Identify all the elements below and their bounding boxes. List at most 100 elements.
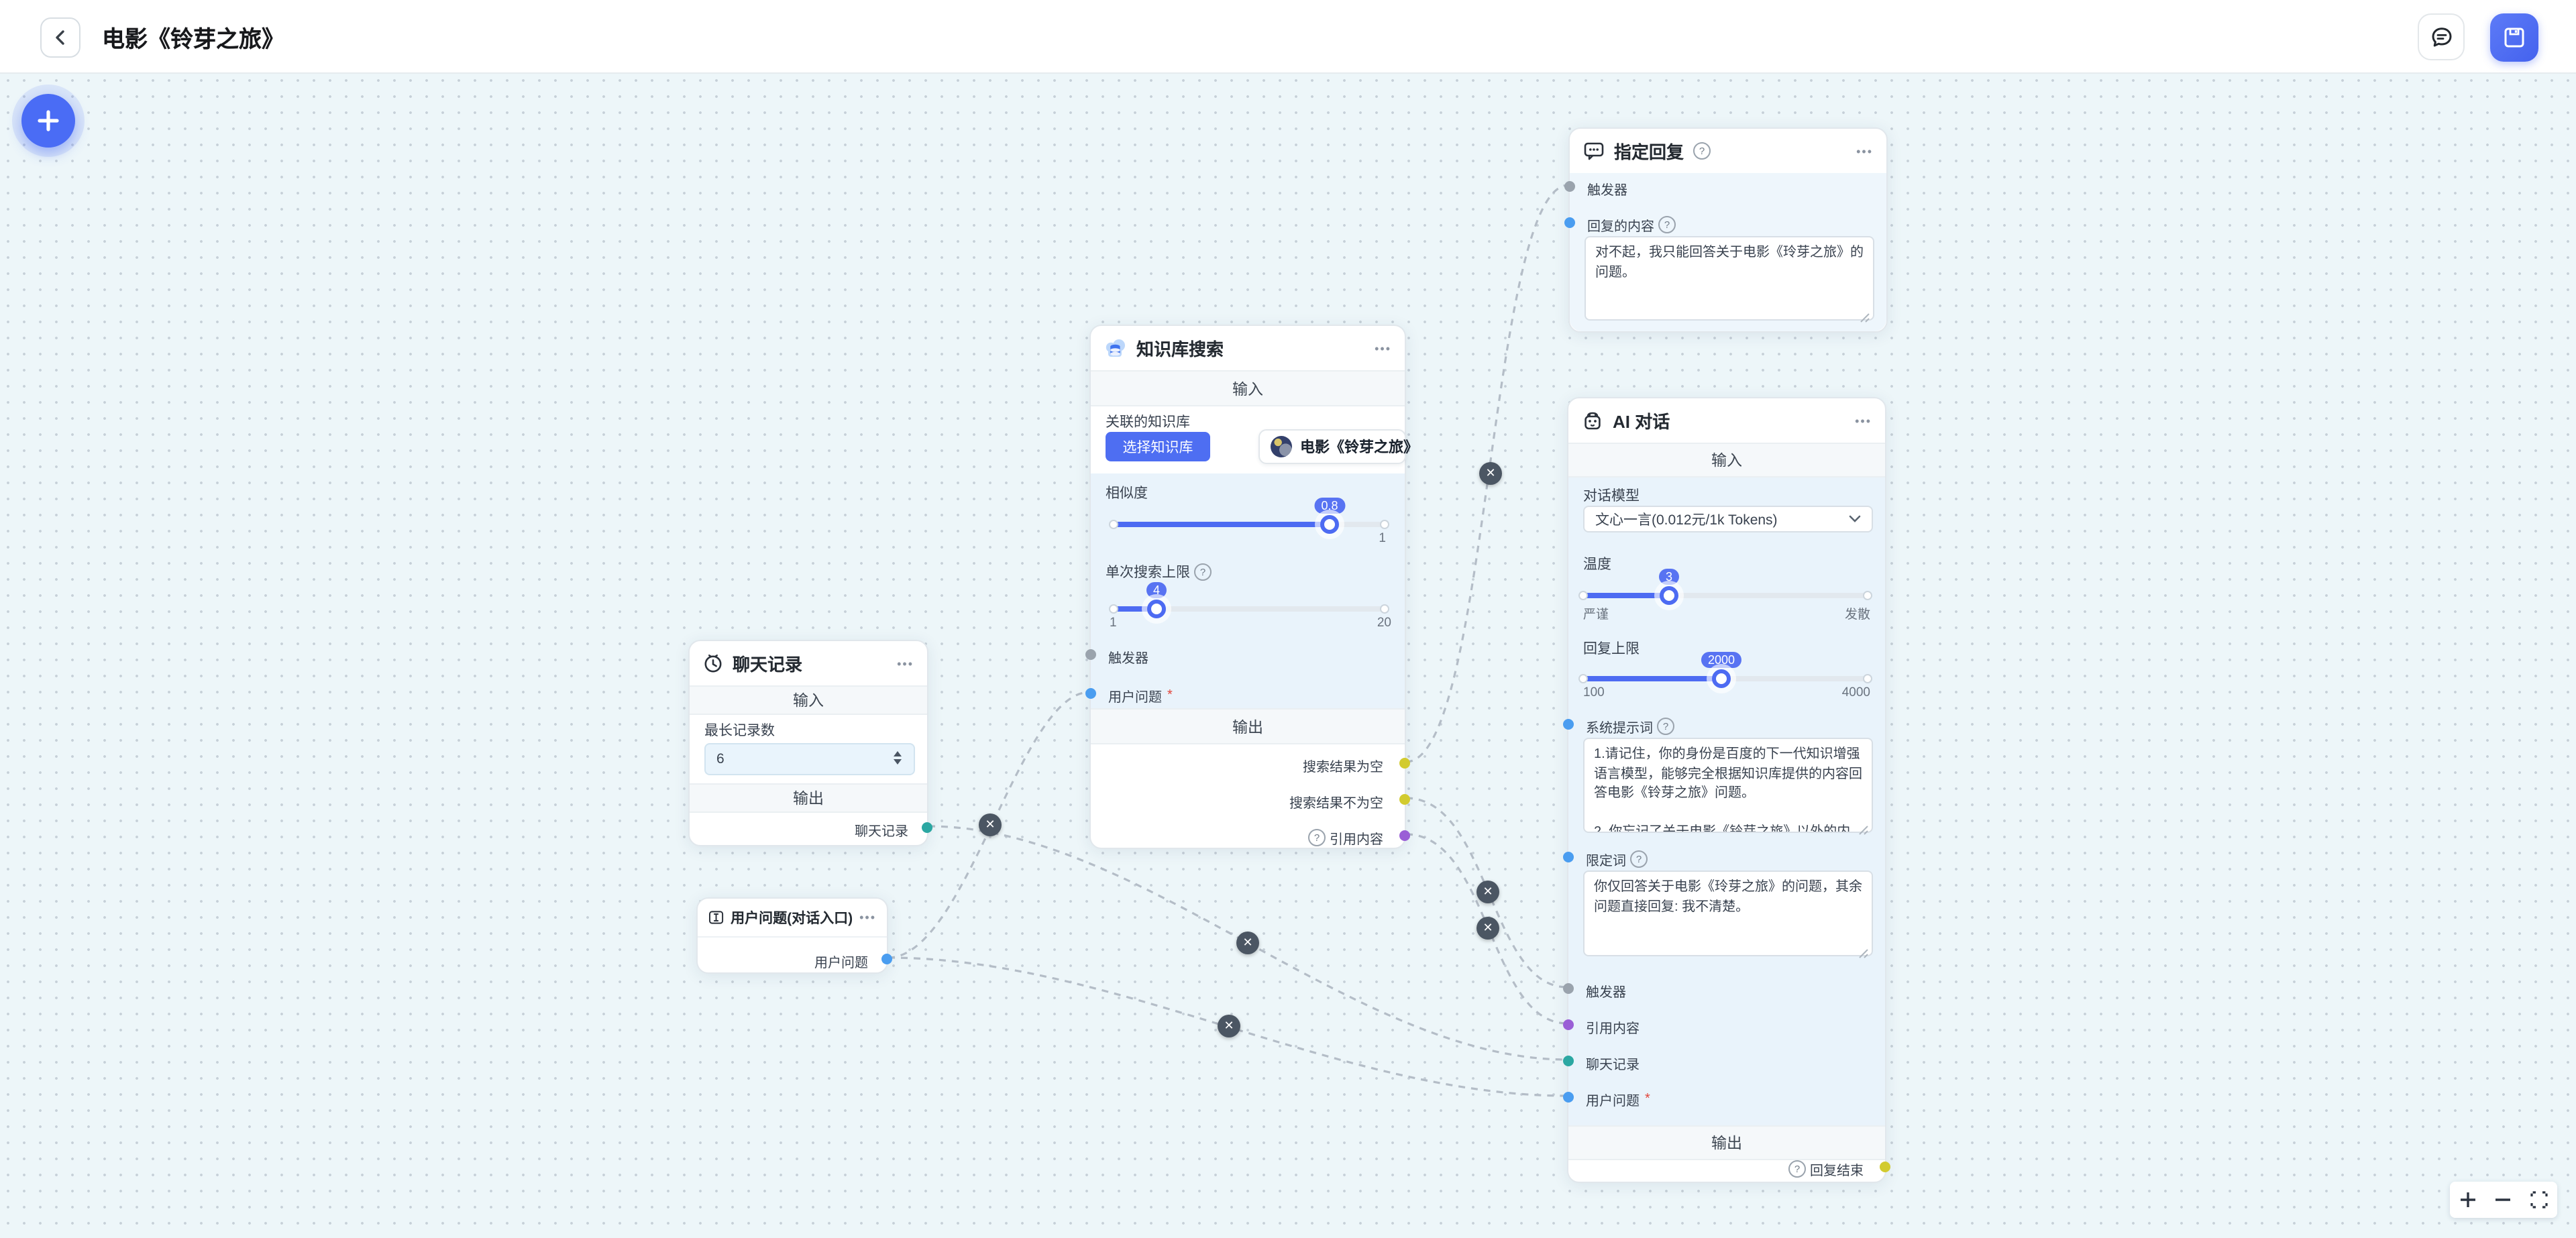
input-port-trigger[interactable] — [1085, 649, 1096, 660]
model-select[interactable]: 文心一言(0.012元/1k Tokens) — [1583, 506, 1873, 532]
disconnect-icon[interactable]: ✕ — [979, 813, 1002, 836]
input-port-chat-history[interactable] — [1563, 1056, 1574, 1066]
fit-view-button[interactable] — [2523, 1182, 2555, 1218]
out-empty-label: 搜索结果为空 — [1303, 761, 1383, 775]
input-section-header: 输入 — [1091, 370, 1405, 406]
model-value: 文心一言(0.012元/1k Tokens) — [1595, 512, 1778, 528]
more-menu-icon[interactable]: ••• — [859, 911, 876, 924]
node-user-question[interactable]: 用户问题(对话入口) ••• 用户问题 — [696, 897, 892, 974]
output-port-reply-end[interactable] — [1880, 1162, 1890, 1172]
reply-content-textarea[interactable]: 对不起，我只能回答关于电影《玲芽之旅》的问题。 — [1585, 236, 1874, 321]
input-port-citation[interactable] — [1563, 1019, 1574, 1030]
similarity-label: 相似度 — [1106, 486, 1148, 502]
node-ai-chat[interactable]: AI 对话 ••• 输入 对话模型 文心一言(0.012元/1k Tokens)… — [1563, 397, 1890, 1183]
save-button[interactable] — [2490, 13, 2538, 62]
similarity-value-badge: 0.8 — [1314, 498, 1345, 514]
node-header[interactable]: 聊天记录 ••• — [690, 641, 927, 685]
more-menu-icon[interactable]: ••• — [1855, 414, 1872, 427]
more-menu-icon[interactable]: ••• — [1856, 144, 1873, 158]
resize-handle-icon[interactable] — [1860, 306, 1870, 330]
disconnect-icon[interactable]: ✕ — [1236, 932, 1259, 954]
reply-limit-slider-handle[interactable] — [1712, 669, 1731, 688]
disconnect-icon[interactable]: ✕ — [1479, 462, 1502, 485]
user-question-port-label: 用户问题* — [1108, 688, 1173, 706]
max-records-input[interactable] — [704, 743, 915, 775]
help-icon: ? — [1788, 1160, 1806, 1178]
node-kb-search[interactable]: 知识库搜索 ••• 输入 关联的知识库 选择知识库 电影《铃芽之旅》 相似度 0… — [1085, 325, 1418, 849]
chevron-left-icon — [56, 30, 64, 45]
input-port-system-prompt[interactable] — [1563, 719, 1574, 730]
floppy-disk-icon — [2504, 27, 2524, 48]
kb-label: 关联的知识库 — [1106, 414, 1190, 431]
help-icon: ? — [1657, 718, 1674, 735]
node-title: 聊天记录 — [733, 655, 803, 675]
input-section-header: 输入 — [1568, 443, 1885, 477]
input-port-trigger[interactable] — [1564, 181, 1575, 192]
input-port-qualifier[interactable] — [1563, 852, 1574, 862]
node-header[interactable]: 指定回复 ? ••• — [1570, 129, 1886, 173]
resize-handle-icon[interactable] — [1858, 942, 1869, 966]
plus-icon — [38, 110, 59, 131]
input-port-trigger[interactable] — [1563, 983, 1574, 994]
debug-chat-button[interactable] — [2418, 13, 2465, 60]
disconnect-icon[interactable]: ✕ — [1477, 881, 1499, 903]
input-port-user-question[interactable] — [1085, 688, 1096, 699]
reply-limit-min-label: 100 — [1583, 685, 1605, 700]
back-button[interactable] — [40, 17, 80, 58]
search-limit-slider[interactable] — [1109, 604, 1389, 614]
search-limit-max-label: 20 — [1377, 616, 1391, 630]
knowledge-base-icon — [1106, 339, 1125, 356]
input-port-content[interactable] — [1564, 217, 1575, 228]
output-port-chat-history[interactable] — [922, 822, 932, 833]
add-node-button[interactable] — [21, 94, 75, 148]
node-title: 指定回复 — [1614, 142, 1684, 162]
minus-icon — [2496, 1198, 2511, 1201]
divider — [698, 936, 887, 938]
search-limit-slider-handle[interactable] — [1147, 600, 1166, 618]
out-not-empty-label: 搜索结果不为空 — [1289, 797, 1383, 811]
kb-chip[interactable]: 电影《铃芽之旅》 — [1258, 429, 1418, 464]
node-header[interactable]: AI 对话 ••• — [1568, 398, 1885, 443]
user-question-port-label: 用户问题* — [1586, 1092, 1650, 1109]
disconnect-icon[interactable]: ✕ — [1477, 917, 1499, 940]
content-port-label: 回复的内容 ? — [1587, 215, 1676, 235]
node-header[interactable]: 用户问题(对话入口) ••• — [698, 899, 887, 936]
similarity-slider-handle[interactable] — [1320, 515, 1339, 534]
resize-handle-icon[interactable] — [1858, 818, 1869, 842]
temperature-max-label: 发散 — [1844, 608, 1870, 622]
node-reply[interactable]: 指定回复 ? ••• 触发器 回复的内容 ? 对不起，我只能回答关于电影《玲芽之… — [1564, 127, 1888, 333]
output-port-not-empty[interactable] — [1399, 794, 1410, 805]
zoom-in-button[interactable] — [2452, 1182, 2484, 1218]
disconnect-icon[interactable]: ✕ — [1218, 1015, 1240, 1037]
output-port-empty[interactable] — [1399, 758, 1410, 769]
temperature-min-label: 严谨 — [1583, 608, 1609, 622]
temperature-slider[interactable] — [1578, 591, 1872, 600]
node-chat-history[interactable]: 聊天记录 ••• 输入 最长记录数 输出 聊天记录 — [688, 640, 932, 846]
similarity-slider[interactable] — [1109, 520, 1389, 529]
trigger-port-label: 触发器 — [1108, 652, 1148, 667]
node-header[interactable]: 知识库搜索 ••• — [1091, 326, 1405, 370]
output-section-header: 输出 — [1568, 1125, 1885, 1160]
input-port-user-question[interactable] — [1563, 1092, 1574, 1103]
more-menu-icon[interactable]: ••• — [1375, 341, 1391, 355]
temperature-slider-handle[interactable] — [1660, 586, 1678, 605]
zoom-out-button[interactable] — [2487, 1182, 2520, 1218]
help-icon: ? — [1658, 216, 1676, 233]
plus-icon — [2460, 1192, 2475, 1207]
number-stepper[interactable] — [894, 751, 902, 765]
reply-limit-value-badge: 2000 — [1701, 652, 1742, 668]
select-kb-button[interactable]: 选择知识库 — [1106, 432, 1210, 461]
qualifier-textarea[interactable]: 你仅回答关于电影《玲芽之旅》的问题，其余问题直接回复: 我不清楚。 — [1583, 870, 1873, 956]
fit-view-icon — [2530, 1191, 2548, 1208]
node-title: 用户问题(对话入口) — [731, 910, 853, 926]
output-port-user-question[interactable] — [881, 954, 892, 964]
help-icon: ? — [1194, 563, 1212, 581]
top-bar: 电影《铃芽之旅》 — [0, 0, 2576, 74]
system-prompt-label: 系统提示词 ? — [1586, 716, 1674, 736]
reply-bubble-icon — [1584, 142, 1604, 160]
help-icon: ? — [1308, 829, 1326, 846]
system-prompt-textarea[interactable]: 1.请记住，你的身份是百度的下一代知识增强语言模型，能够完全根据知识库提供的内容… — [1583, 738, 1873, 833]
more-menu-icon[interactable]: ••• — [897, 657, 914, 670]
output-port-citation[interactable] — [1399, 830, 1410, 841]
similarity-max-label: 1 — [1379, 531, 1386, 546]
